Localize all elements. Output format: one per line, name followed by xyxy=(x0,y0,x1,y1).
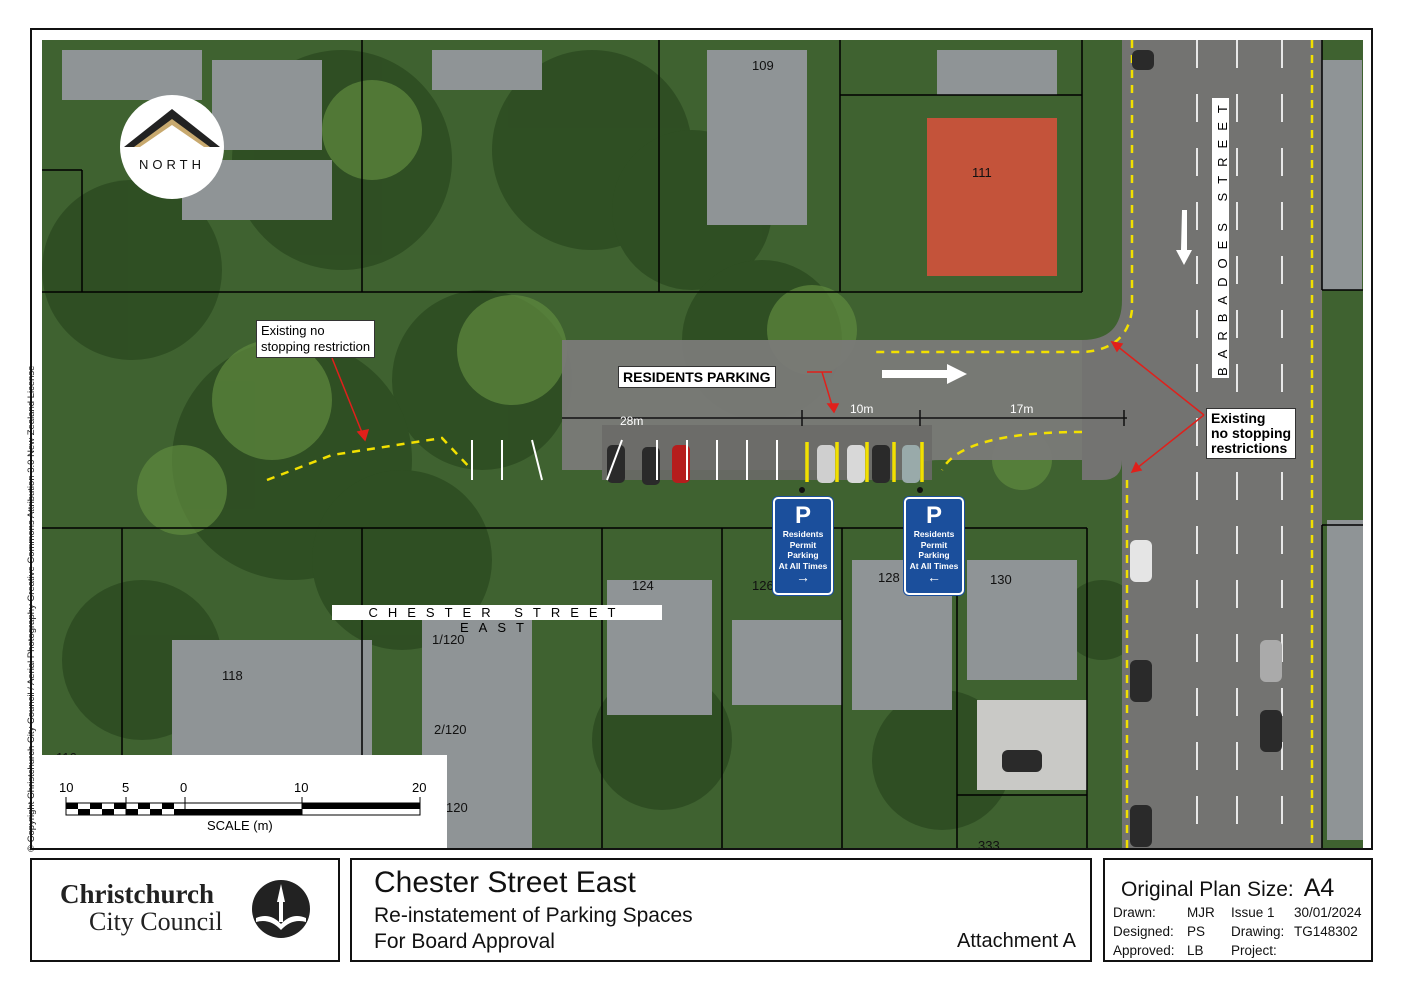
sign-letter: P xyxy=(794,502,811,529)
lot-number: 124 xyxy=(632,578,654,593)
scale-bar: 10 5 0 10 20 SCALE (m) xyxy=(42,755,447,848)
callout-line: Existing xyxy=(1211,410,1266,426)
scale-tick: 10 xyxy=(294,780,309,795)
drawing-title-block: Chester Street East Re-instatement of Pa… xyxy=(350,858,1092,962)
scale-tick: 20 xyxy=(412,780,427,795)
approved-value: LB xyxy=(1187,943,1204,958)
parking-sign-left: P Residents Permit Parking At All Times … xyxy=(773,497,833,595)
designed-label: Designed: xyxy=(1113,924,1174,939)
aerial-map-drawing xyxy=(42,40,1363,848)
dimension-10m: 10m xyxy=(850,402,874,416)
lot-number: 128 xyxy=(878,570,900,585)
lot-number: 118 xyxy=(222,668,243,683)
drawing-label: Drawing: xyxy=(1231,924,1285,939)
sign-line: Residents xyxy=(782,529,824,539)
drawing-title: Chester Street East xyxy=(374,866,636,899)
lot-number: 1/120 xyxy=(432,632,465,647)
scale-tick: 5 xyxy=(122,780,130,795)
drawing-value: TG148302 xyxy=(1294,924,1358,939)
callout-no-stopping-right: Existing no stopping restrictions xyxy=(1206,408,1297,459)
callout-residents-parking: RESIDENTS PARKING xyxy=(618,366,776,388)
lot-number: 333 xyxy=(978,838,1000,848)
approved-label: Approved: xyxy=(1113,943,1175,958)
council-name-line: City Council xyxy=(89,907,223,936)
lot-number: 126 xyxy=(752,578,774,593)
date: 30/01/2024 xyxy=(1294,905,1362,920)
lot-number: 111 xyxy=(972,165,992,180)
north-label: NORTH xyxy=(139,157,205,172)
callout-line: restrictions xyxy=(1211,440,1288,456)
arrow-left-icon: ← xyxy=(927,569,941,585)
drawn-label: Drawn: xyxy=(1113,905,1156,920)
attachment-label: Attachment A xyxy=(957,930,1076,952)
drawing-info-block: Original Plan Size:A4 Drawn: MJR Issue 1… xyxy=(1103,858,1373,962)
arrow-right-icon: → xyxy=(796,569,810,585)
sign-line: Permit xyxy=(789,539,817,550)
issue: Issue 1 xyxy=(1231,905,1275,920)
sign-line: Residents xyxy=(913,529,955,539)
aerial-map[interactable]: NORTH Existing no stopping restriction R… xyxy=(42,40,1363,848)
lot-number: 120 xyxy=(446,800,468,815)
project-label: Project: xyxy=(1231,943,1277,958)
designed-value: PS xyxy=(1187,924,1206,939)
dimension-28m: 28m xyxy=(620,414,644,428)
lot-number: 2/120 xyxy=(434,722,467,737)
scale-tick: 10 xyxy=(59,780,74,795)
parking-sign-right: P Residents Permit Parking At All Times … xyxy=(904,497,964,595)
council-name-line: Christchurch xyxy=(60,879,215,909)
callout-line: Existing no xyxy=(261,323,325,338)
lot-number: 130 xyxy=(990,572,1012,587)
plan-size: Original Plan Size:A4 xyxy=(1121,874,1335,902)
scale-tick: 0 xyxy=(180,780,188,795)
sign-letter: P xyxy=(925,502,942,529)
scale-bar-graphic xyxy=(65,797,421,816)
callout-no-stopping-left: Existing no stopping restriction xyxy=(256,320,376,358)
north-arrow-icon xyxy=(124,109,220,147)
sign-line: At All Times xyxy=(909,560,959,571)
sign-line: Parking xyxy=(918,550,950,560)
council-logo-block: Christchurch City Council xyxy=(30,858,340,962)
sign-line: At All Times xyxy=(778,560,828,571)
sign-line: Permit xyxy=(920,539,948,550)
north-arrow: NORTH xyxy=(120,95,224,199)
council-name: Christchurch City Council xyxy=(60,880,223,936)
sign-line: Parking xyxy=(787,550,819,560)
dimension-17m: 17m xyxy=(1010,402,1034,416)
lot-number: 109 xyxy=(752,58,774,73)
callout-line: stopping restriction xyxy=(261,339,371,354)
street-label-barbadoes: BARBADOES STREET xyxy=(1212,96,1230,378)
callout-line: no stopping xyxy=(1211,425,1292,441)
scale-label: SCALE (m) xyxy=(207,818,273,833)
map-frame: NORTH Existing no stopping restriction R… xyxy=(30,28,1373,850)
council-emblem-icon xyxy=(252,880,310,938)
drawn-value: MJR xyxy=(1187,905,1215,920)
street-label-chester: CHESTER STREET EAST xyxy=(332,605,662,635)
drawing-subtitle: Re-instatement of Parking Spaces xyxy=(374,904,693,927)
drawing-purpose: For Board Approval xyxy=(374,930,555,953)
